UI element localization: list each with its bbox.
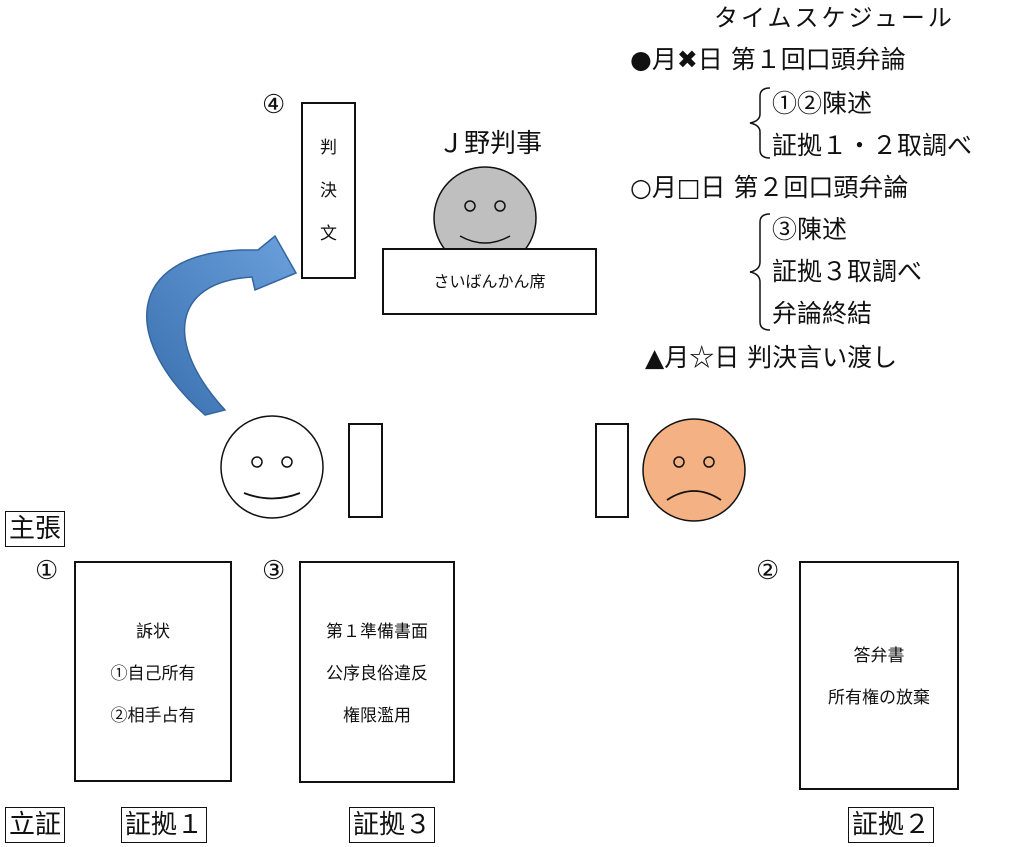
session2-heading: ○月□日 第２回口頭弁論: [630, 173, 909, 202]
judgment-document: 判 決 文: [301, 102, 356, 279]
document-line: 訴状: [136, 622, 170, 642]
schedule-title: タイムスケジュール: [714, 4, 955, 32]
first-brief-document: 第１準備書面 公序良俗違反 権限濫用: [299, 561, 455, 783]
document-line: 答弁書: [853, 646, 905, 666]
session1-bracket: [749, 87, 771, 159]
evidence-label: 証拠２: [848, 807, 935, 843]
document-number: ③: [262, 556, 286, 586]
judgment-char: 文: [320, 224, 337, 244]
complaint-document: 訴状 ①自己所有 ②相手占有: [74, 561, 232, 782]
document-number: ②: [756, 556, 780, 586]
document-line: ①自己所有: [110, 664, 196, 684]
session1-heading: ●月✖日 第１回口頭弁論: [630, 45, 906, 74]
evidence-label: 証拠３: [349, 807, 436, 843]
bench-label: さいばんかん席: [433, 272, 546, 291]
verdict-line: ▲月☆日 判決言い渡し: [645, 343, 898, 372]
session2-item: 証拠３取調べ: [772, 257, 923, 286]
judgment-number: ④: [262, 90, 286, 120]
defendant-podium: [595, 423, 629, 518]
judgment-char: 決: [320, 181, 337, 201]
proof-row-label: 立証: [5, 807, 66, 843]
plaintiff-podium: [348, 423, 383, 518]
judge-face: [433, 166, 537, 270]
judge-name: Ｊ野判事: [438, 129, 543, 159]
judgment-char: 判: [320, 138, 337, 158]
document-line: ②相手占有: [110, 706, 196, 726]
answer-document: 答弁書 所有権の放棄: [799, 561, 959, 790]
session2-bracket: [749, 213, 771, 331]
curved-arrow: [146, 234, 298, 416]
session2-item: ③陳述: [772, 215, 848, 244]
document-line: 第１準備書面: [326, 622, 428, 642]
document-line: 権限濫用: [343, 706, 411, 726]
judge-bench: さいばんかん席: [382, 248, 597, 315]
session1-item: ①②陳述: [772, 89, 873, 118]
plaintiff-smiling-face: [220, 415, 324, 519]
evidence-label: 証拠１: [121, 807, 208, 843]
document-number: ①: [35, 556, 59, 586]
claim-row-label: 主張: [5, 511, 66, 547]
session1-item: 証拠１・２取調べ: [772, 131, 973, 160]
defendant-frowning-face: [642, 418, 746, 522]
document-line: 所有権の放棄: [828, 688, 930, 708]
document-line: 公序良俗違反: [326, 664, 428, 684]
session2-item: 弁論終結: [772, 299, 873, 328]
